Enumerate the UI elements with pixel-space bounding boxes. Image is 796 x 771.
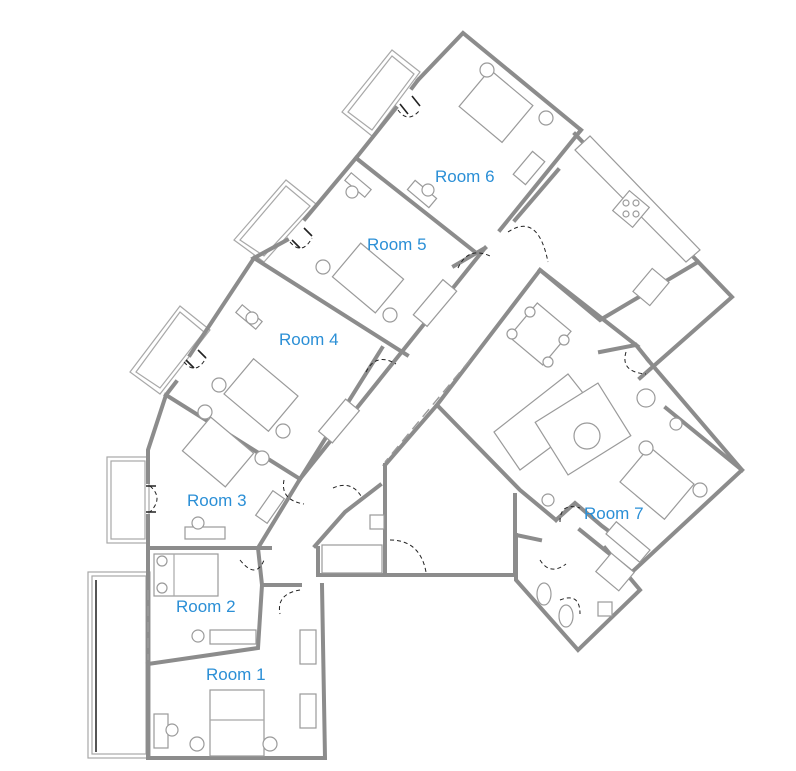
room-6-label: Room 6 bbox=[435, 167, 495, 186]
balcony-room-3 bbox=[106, 456, 150, 544]
room-3-furniture bbox=[181, 404, 286, 540]
room-5-furniture bbox=[315, 171, 458, 328]
kitchen bbox=[574, 135, 701, 307]
room-6-furniture bbox=[406, 62, 554, 209]
room-4-furniture bbox=[211, 303, 361, 444]
balcony-room-5 bbox=[233, 179, 317, 263]
living-furniture bbox=[493, 302, 656, 507]
balcony-rooms-1-2 bbox=[87, 571, 151, 759]
room-1-furniture bbox=[153, 629, 317, 757]
room-3-label: Room 3 bbox=[187, 491, 247, 510]
bath-fixtures bbox=[321, 514, 636, 628]
balcony-room-6 bbox=[341, 49, 421, 137]
room-4-label: Room 4 bbox=[279, 330, 339, 349]
room-7-label: Room 7 bbox=[584, 504, 644, 523]
doors bbox=[146, 95, 647, 615]
room-1-label: Room 1 bbox=[206, 665, 266, 684]
walls bbox=[145, 30, 745, 760]
room-2-label: Room 2 bbox=[176, 597, 236, 616]
corridor-dashes bbox=[147, 359, 471, 660]
room-5-label: Room 5 bbox=[367, 235, 427, 254]
room-2-furniture bbox=[153, 553, 257, 645]
room-7-furniture bbox=[605, 417, 708, 564]
